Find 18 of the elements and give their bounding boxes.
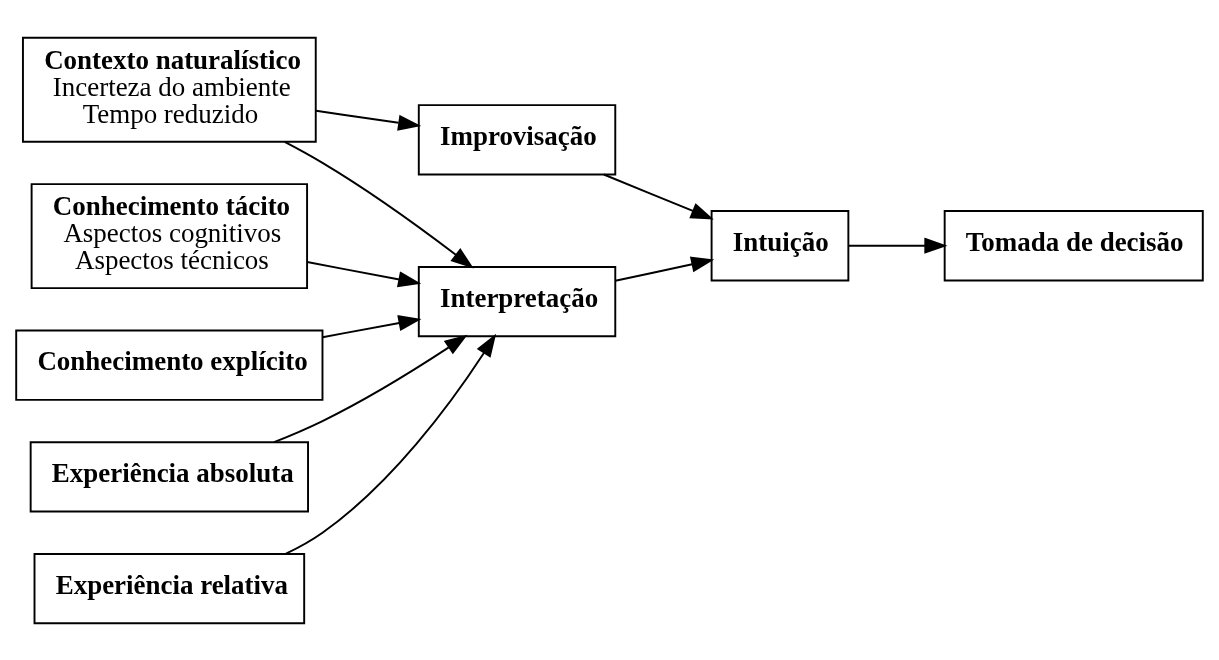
arrow bbox=[614, 255, 715, 282]
arrow bbox=[847, 237, 948, 254]
node-box: Experiência relativa bbox=[33, 552, 306, 624]
node-box: Intuição bbox=[710, 209, 850, 281]
node-box: Tomada de decisão bbox=[943, 209, 1204, 281]
arrow bbox=[306, 260, 422, 287]
node-box: Interpretação bbox=[417, 265, 617, 337]
node-box: Contexto naturalístico Incerteza do ambiente Tempo reduzido bbox=[22, 36, 317, 143]
node-box: Improvisação bbox=[417, 103, 617, 175]
arrow bbox=[273, 334, 468, 443]
node-box: Experiência absoluta bbox=[29, 440, 309, 513]
node-box: Conhecimento tácito Aspectos cognitivos Aspectos técnicos bbox=[30, 182, 309, 289]
arrow bbox=[283, 140, 474, 269]
arrow bbox=[285, 333, 497, 555]
arrow bbox=[321, 314, 422, 338]
arrow bbox=[602, 173, 714, 219]
node-box: Conhecimento explícito bbox=[15, 329, 324, 401]
arrow bbox=[315, 109, 422, 131]
